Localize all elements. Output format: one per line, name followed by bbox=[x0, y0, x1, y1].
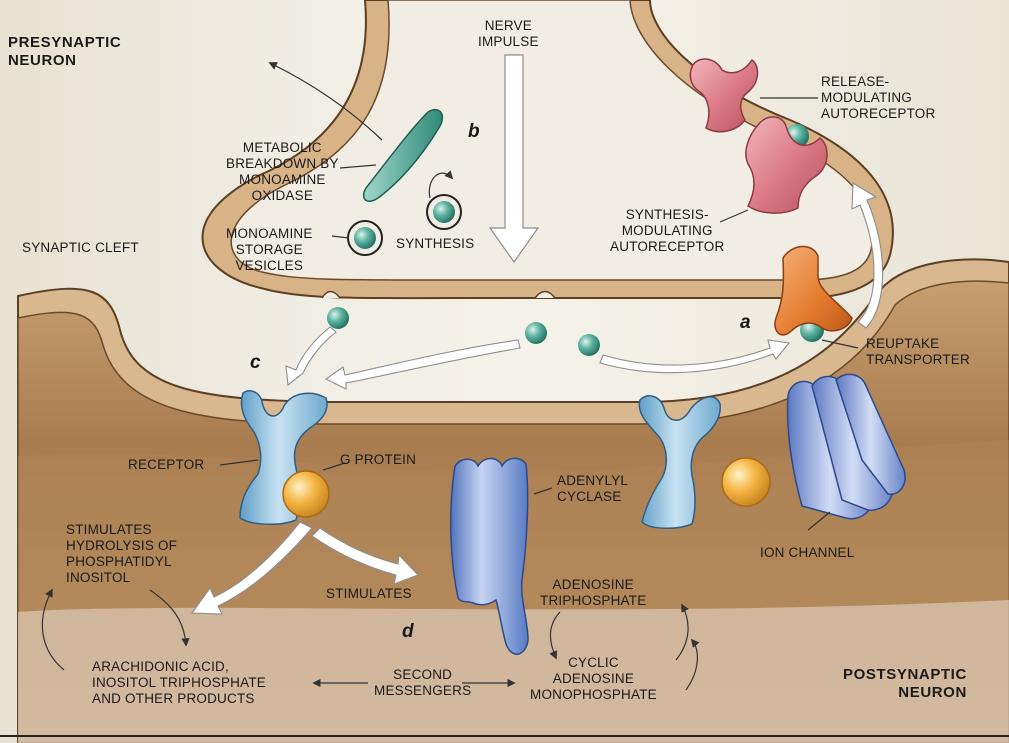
autoreceptors bbox=[689, 58, 828, 214]
letter-d: d bbox=[402, 621, 414, 642]
diffusion-arrows bbox=[285, 326, 791, 390]
reuptake-transporter bbox=[774, 245, 853, 336]
adenylyl-cyclase-label: ADENYLYL CYCLASE bbox=[557, 473, 629, 504]
g-protein-label: G PROTEIN bbox=[340, 452, 417, 467]
signal-arrows bbox=[190, 521, 419, 615]
letter-b: b bbox=[468, 121, 480, 142]
monoamine-molecules bbox=[327, 124, 824, 356]
synthesis-label: SYNTHESIS bbox=[396, 236, 475, 251]
nerve-impulse-label: NERVE IMPULSE bbox=[478, 18, 539, 49]
monoamine-oxidase-enzyme bbox=[362, 108, 444, 202]
reuptake-transporter-label: REUPTAKE TRANSPORTER bbox=[866, 336, 970, 367]
monoamine-vesicles-label: MONOAMINE STORAGE VESICLES bbox=[226, 226, 313, 273]
second-messengers-label: SECOND MESSENGERS bbox=[374, 667, 472, 698]
atp-label: ADENOSINE TRIPHOSPHATE bbox=[540, 577, 647, 608]
adenylyl-cyclase bbox=[449, 457, 529, 655]
camp-label: CYCLIC ADENOSINE MONOPHOSPHATE bbox=[530, 655, 657, 702]
stimulates-label: STIMULATES bbox=[326, 586, 412, 601]
letter-a: a bbox=[740, 312, 751, 333]
synaptic-cleft-label: SYNAPTIC CLEFT bbox=[22, 240, 139, 255]
postsynaptic-receptors bbox=[239, 390, 721, 529]
leader-lines bbox=[41, 62, 859, 691]
letter-c: c bbox=[250, 352, 261, 373]
autoreceptor-feedback-arrow bbox=[851, 182, 884, 329]
ion-channel bbox=[786, 373, 906, 520]
arachidonic-label: ARACHIDONIC ACID, INOSITOL TRIPHOSPHATE … bbox=[92, 659, 266, 706]
synthesis-autoreceptor-label: SYNTHESIS- MODULATING AUTORECEPTOR bbox=[610, 207, 725, 254]
receptor-label: RECEPTOR bbox=[128, 457, 205, 472]
ion-channel-label: ION CHANNEL bbox=[760, 545, 855, 560]
nerve-impulse-arrow bbox=[488, 54, 540, 264]
bottom-rule bbox=[0, 735, 1009, 737]
release-autoreceptor-label: RELEASE- MODULATING AUTORECEPTOR bbox=[821, 74, 936, 121]
hydrolysis-label: STIMULATES HYDROLYSIS OF PHOSPHATIDYL IN… bbox=[66, 522, 178, 585]
g-proteins bbox=[282, 457, 771, 518]
presynaptic-neuron-label: PRESYNAPTIC NEURON bbox=[8, 34, 122, 69]
metabolic-breakdown-label: METABOLIC BREAKDOWN BY MONOAMINE OXIDASE bbox=[226, 140, 339, 203]
postsynaptic-neuron-label: POSTSYNAPTIC NEURON bbox=[843, 666, 967, 701]
